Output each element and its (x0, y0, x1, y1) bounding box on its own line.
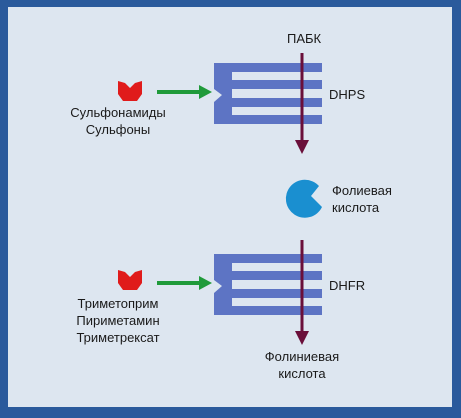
dhps-enzyme-shape (214, 63, 322, 124)
bottom-green-arrow-head (199, 276, 212, 290)
sulfonamides-label: Сульфонамиды (70, 105, 166, 120)
trimethoprim-label: Триметоприм (77, 296, 159, 311)
pabk-label: ПАБК (287, 31, 322, 46)
folinic-acid-label-line1: Фолиниевая (264, 349, 340, 364)
trimethoprim-inhibitor-icon (118, 270, 142, 290)
pyrimethamine-label: Пириметамин (76, 313, 160, 328)
dhfr-label: DHFR (329, 278, 366, 293)
sulfonamide-inhibitor-icon (118, 81, 142, 101)
dhfr-pathway-arrowhead (295, 331, 309, 345)
folic-acid-label-line2: кислота (332, 200, 380, 215)
pabk-pathway-arrowhead (295, 140, 309, 154)
folinic-acid-label-line2: кислота (278, 366, 326, 381)
dhps-label: DHPS (329, 87, 366, 102)
folic-acid-label-line1: Фолиевая (332, 183, 392, 198)
folic-acid-icon (285, 179, 322, 218)
trimetrexate-label: Триметрексат (76, 330, 160, 345)
top-green-arrow-head (199, 85, 212, 99)
sulfones-label: Сульфоны (85, 122, 151, 137)
dhfr-enzyme-shape (214, 254, 322, 315)
